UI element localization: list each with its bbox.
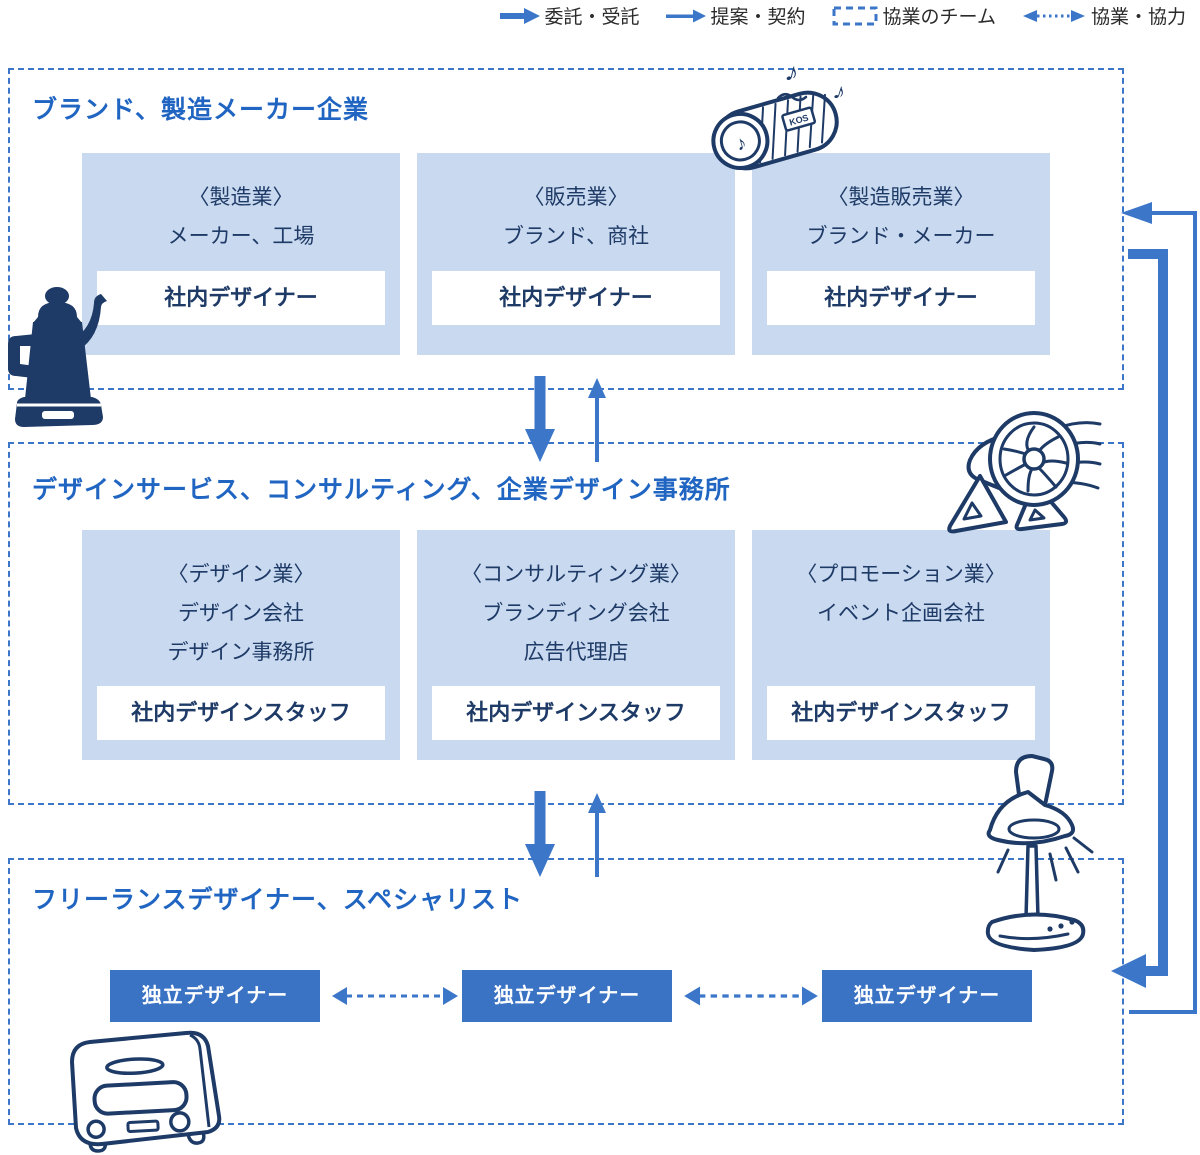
legend-item-collab-team: 協業のチーム xyxy=(832,2,996,29)
org-category: 〈プロモーション業〉 xyxy=(796,563,1006,586)
staff-box: 社内デザイナー xyxy=(432,271,720,325)
org-line: デザイン会社 xyxy=(178,602,304,625)
toaster-icon xyxy=(70,1030,222,1153)
dotted-double-arrow-icon xyxy=(1022,9,1085,22)
svg-text:♪: ♪ xyxy=(830,77,849,105)
legend-label: 協業のチーム xyxy=(882,7,996,28)
staff-box: 社内デザインスタッフ xyxy=(767,686,1035,740)
kettle-icon xyxy=(8,287,107,427)
dashed-box-icon xyxy=(832,6,878,25)
org-box-design: 〈デザイン業〉 デザイン会社 デザイン事務所 社内デザインスタッフ xyxy=(82,530,400,760)
org-category: 〈製造販売業〉 xyxy=(827,186,975,209)
legend-item-proposal: 提案・契約 xyxy=(665,2,806,29)
thin-arrow-icon xyxy=(665,9,706,22)
commission-proposal-arrows-top xyxy=(525,376,606,462)
section-title: フリーランスデザイナー、スペシャリスト xyxy=(32,886,524,914)
org-line: メーカー、工場 xyxy=(167,225,315,248)
org-box-manufacturing: 〈製造業〉 メーカー、工場 社内デザイナー xyxy=(82,153,400,355)
org-box-manufacture-sales: 〈製造販売業〉 ブランド・メーカー 社内デザイナー xyxy=(752,153,1050,355)
section-title: デザインサービス、コンサルティング、企業デザイン事務所 xyxy=(32,476,731,504)
staff-box: 社内デザイナー xyxy=(97,271,385,325)
fan-icon xyxy=(947,411,1102,534)
org-line: イベント企画会社 xyxy=(817,602,985,625)
org-line: ブランド・メーカー xyxy=(806,225,996,248)
org-category: 〈製造業〉 xyxy=(188,186,294,209)
org-box-sales: 〈販売業〉 ブランド、商社 社内デザイナー xyxy=(417,153,735,355)
desk-lamp-icon xyxy=(985,754,1094,952)
org-category: 〈販売業〉 xyxy=(523,186,629,209)
org-line: ブランディング会社 xyxy=(482,602,670,625)
staff-box: 社内デザインスタッフ xyxy=(97,686,385,740)
org-line: デザイン事務所 xyxy=(167,641,315,664)
section-title: ブランド、製造メーカー企業 xyxy=(32,96,370,124)
legend-label: 委託・受託 xyxy=(544,7,640,28)
org-category: 〈コンサルティング業〉 xyxy=(461,563,691,586)
staff-box: 社内デザインスタッフ xyxy=(432,686,720,740)
thick-arrow-icon xyxy=(499,7,540,24)
legend-label: 提案・契約 xyxy=(710,7,806,28)
org-box-promotion: 〈プロモーション業〉 イベント企画会社 社内デザインスタッフ xyxy=(752,530,1050,760)
proposal-up-connector xyxy=(1121,202,1197,1014)
speaker-icon: ♪ KOS ♪ ♪ xyxy=(711,56,849,171)
section-freelancers: フリーランスデザイナー、スペシャリスト 独立デザイナー 独立デザイナー 独立デザ… xyxy=(8,858,1124,1125)
section-brand-companies: ブランド、製造メーカー企業 〈製造業〉 メーカー、工場 社内デザイナー 〈販売業… xyxy=(8,68,1124,390)
legend: 委託・受託 提案・契約 協業のチーム 協業・協力 xyxy=(499,2,1186,29)
org-line: 広告代理店 xyxy=(523,641,629,664)
section-design-services: デザインサービス、コンサルティング、企業デザイン事務所 〈デザイン業〉 デザイン… xyxy=(8,442,1124,805)
freelancer-box: 独立デザイナー xyxy=(822,970,1032,1022)
staff-box: 社内デザイナー xyxy=(767,271,1035,325)
org-category: 〈デザイン業〉 xyxy=(167,563,315,586)
org-box-consulting: 〈コンサルティング業〉 ブランディング会社 広告代理店 社内デザインスタッフ xyxy=(417,530,735,760)
commission-proposal-arrows-bottom xyxy=(525,791,606,877)
freelancer-box: 独立デザイナー xyxy=(110,970,320,1022)
freelancer-box: 独立デザイナー xyxy=(462,970,672,1022)
legend-item-commission: 委託・受託 xyxy=(499,2,640,29)
svg-text:♪: ♪ xyxy=(782,56,802,88)
legend-label: 協業・協力 xyxy=(1090,7,1186,28)
legend-item-cooperation: 協業・協力 xyxy=(1022,2,1186,29)
cooperation-arrow xyxy=(332,987,458,1005)
cooperation-arrow xyxy=(684,986,818,1006)
org-line: ブランド、商社 xyxy=(502,225,650,248)
